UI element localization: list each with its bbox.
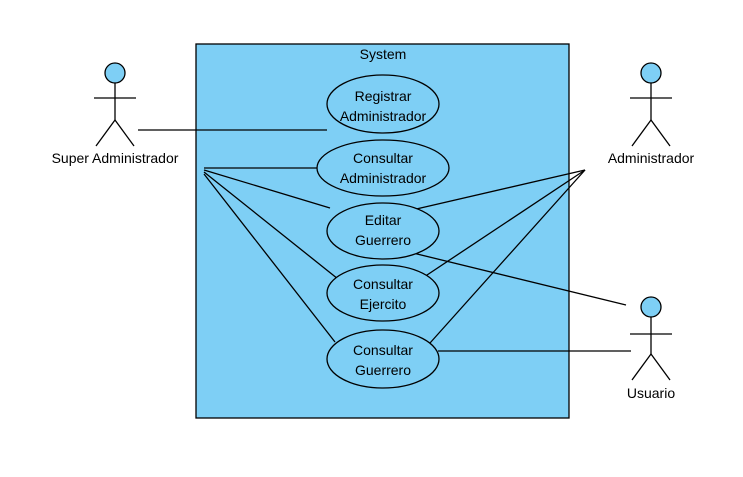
use-case-label-line2: Administrador xyxy=(340,108,427,124)
actor-left-leg xyxy=(631,353,652,381)
actor-right-leg xyxy=(650,119,671,147)
actor-head-icon xyxy=(640,296,662,318)
use-case-label-line2: Guerrero xyxy=(355,362,411,378)
use-case-label-line1: Consultar xyxy=(353,150,413,166)
use-case-label-line1: Consultar xyxy=(353,342,413,358)
use-case-ellipse xyxy=(326,74,440,134)
actor-usuario: Usuario xyxy=(627,296,675,401)
use-case-label-line2: Guerrero xyxy=(355,232,411,248)
use-case-label-line1: Editar xyxy=(365,212,402,228)
association-super-consultar-guerrero xyxy=(203,173,336,343)
use-case-registrar-administrador: Registrar Administrador xyxy=(326,74,440,134)
association-super-consultar-ejercito xyxy=(203,171,339,280)
system-title: System xyxy=(360,46,407,62)
use-case-ellipse xyxy=(316,139,450,197)
association-admin-consultar-guerrero xyxy=(429,169,586,344)
use-case-editar-guerrero: Editar Guerrero xyxy=(326,202,440,260)
actor-left-leg xyxy=(95,119,116,147)
use-case-label-line1: Consultar xyxy=(353,276,413,292)
use-case-label-line1: Registrar xyxy=(355,88,412,104)
actor-label-super-administrador: Super Administrador xyxy=(52,150,179,166)
use-case-consultar-ejercito: Consultar Ejercito xyxy=(326,264,440,322)
actor-head-icon xyxy=(104,62,126,84)
use-case-label-line2: Administrador xyxy=(340,170,427,186)
association-usuario-editar xyxy=(412,252,627,306)
actor-administrador: Administrador xyxy=(608,62,695,166)
use-case-ellipse xyxy=(326,264,440,322)
actor-label-administrador: Administrador xyxy=(608,150,695,166)
actor-right-leg xyxy=(114,119,135,147)
actor-super-administrador: Super Administrador xyxy=(52,62,179,166)
use-case-consultar-administrador: Consultar Administrador xyxy=(316,139,450,197)
actor-left-leg xyxy=(631,119,652,147)
association-admin-consultar-ejercito xyxy=(423,169,586,278)
use-case-label-line2: Ejercito xyxy=(360,296,407,312)
actor-head-icon xyxy=(640,62,662,84)
associations xyxy=(138,129,631,352)
use-case-consultar-guerrero: Consultar Guerrero xyxy=(326,329,440,389)
actor-right-leg xyxy=(650,353,671,381)
use-case-ellipse xyxy=(326,202,440,260)
use-case-ellipse xyxy=(326,329,440,389)
association-admin-editar xyxy=(411,169,586,211)
association-super-editar xyxy=(203,169,331,209)
actor-label-usuario: Usuario xyxy=(627,385,675,401)
